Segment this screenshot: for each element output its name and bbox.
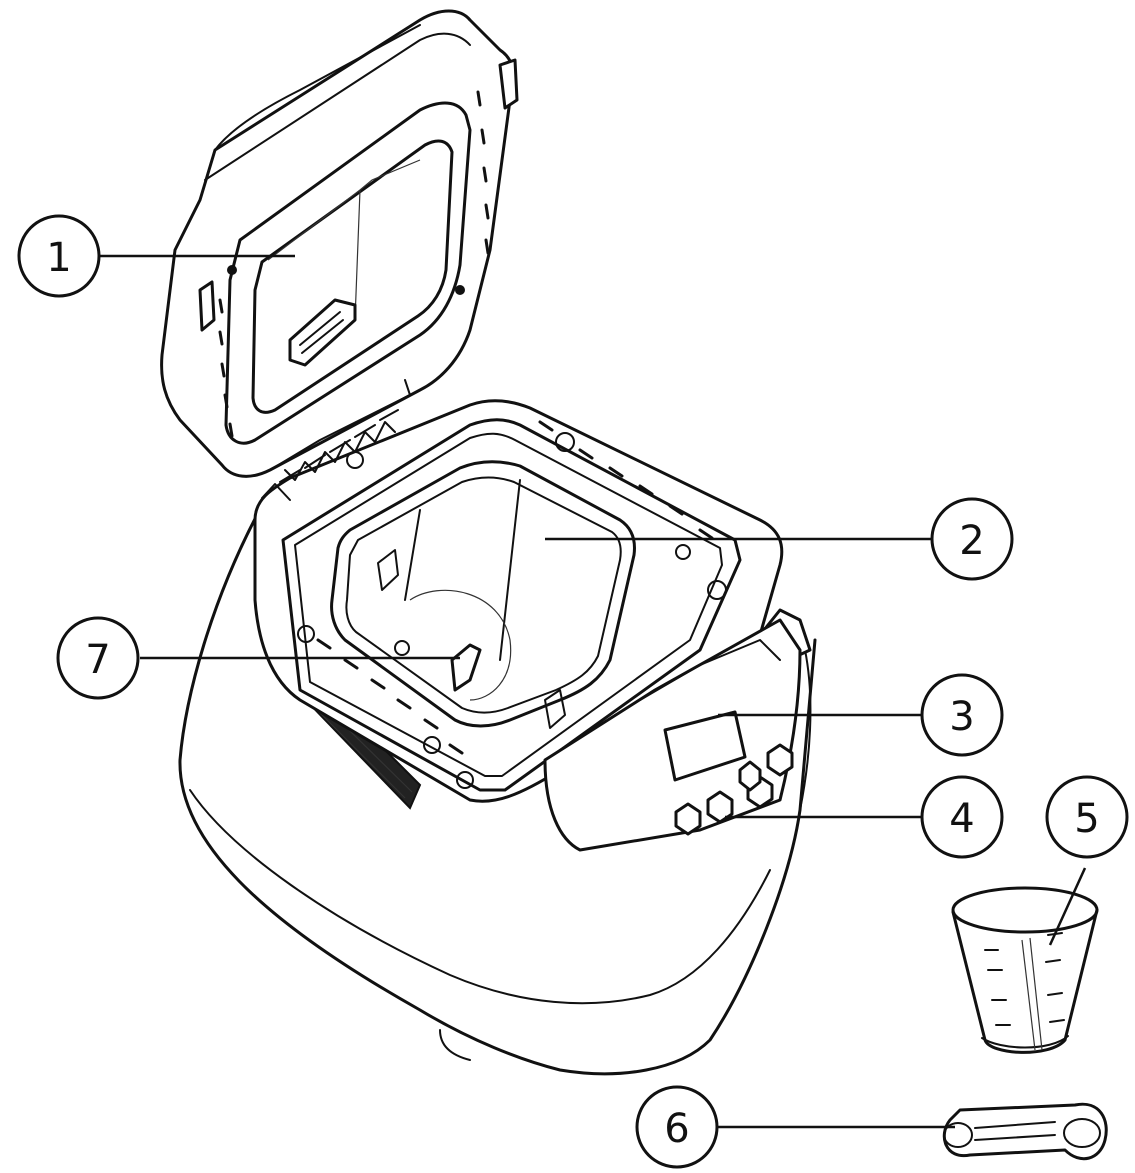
display-screen [663,710,747,782]
leader-5 [1048,867,1087,946]
callout-number: 3 [949,694,974,740]
callout-number: 2 [959,518,984,564]
callout-3: 3 [920,673,1004,757]
kneading-paddle [394,640,482,692]
callout-number: 6 [664,1106,689,1152]
lid [160,9,519,478]
bread-maker-body [178,498,817,1076]
callout-6: 6 [635,1085,719,1169]
rim-dashes [297,420,727,789]
measuring-cup [951,886,1099,1054]
callout-5: 5 [1045,775,1129,859]
callout-4: 4 [920,775,1004,859]
control-buttons [674,743,794,836]
callout-number: 7 [85,637,110,683]
callout-number: 1 [46,235,71,281]
measuring-spoon [942,1102,1108,1161]
callout-2: 2 [930,497,1014,581]
callout-number: 4 [949,796,974,842]
callout-number: 5 [1074,796,1099,842]
bread-pan [330,460,636,729]
callout-7: 7 [56,616,140,700]
lid-hinge [269,379,411,483]
callout-1: 1 [17,214,101,298]
leader-lines [100,254,1087,1129]
lid-vent [288,298,357,367]
control-panel [543,618,802,852]
